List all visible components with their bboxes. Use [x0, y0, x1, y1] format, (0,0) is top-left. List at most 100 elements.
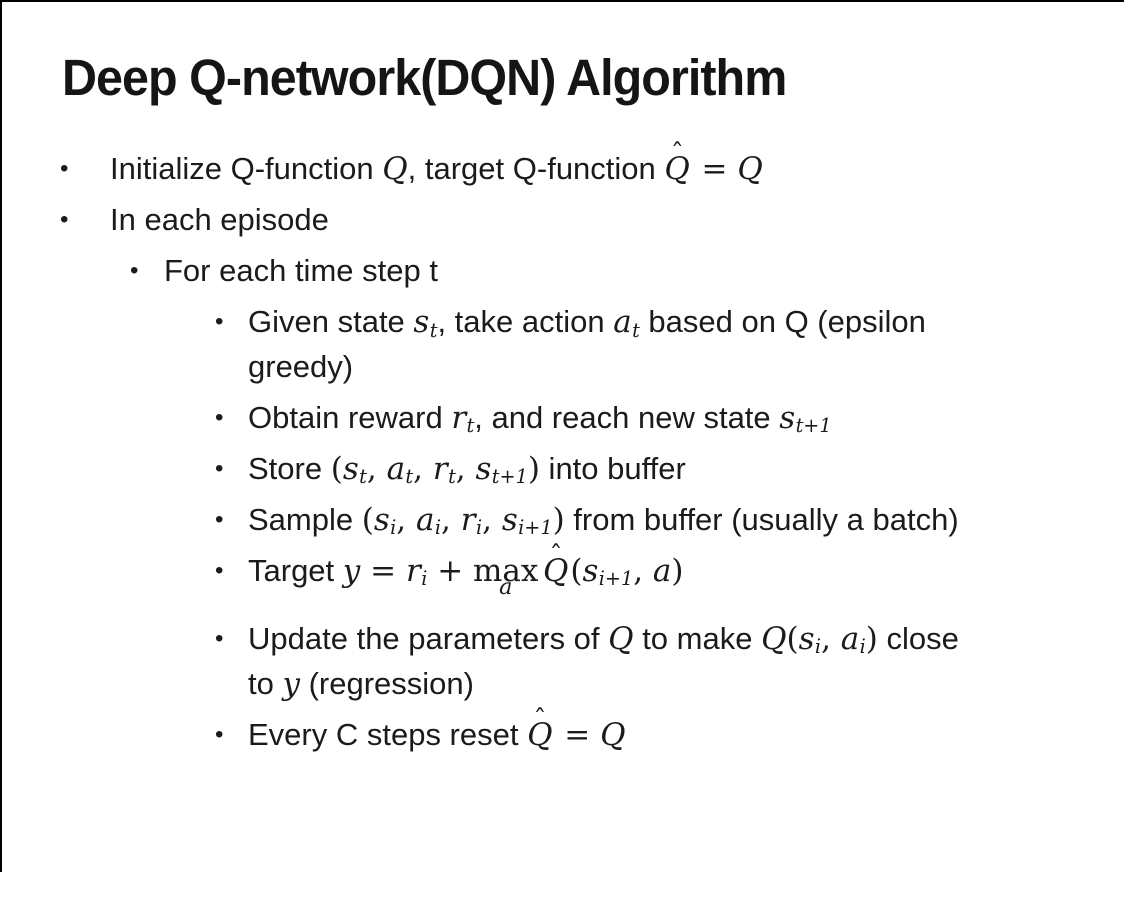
bullet-dot: • — [215, 307, 224, 335]
math-subscript: t — [466, 414, 475, 438]
math-run: , — [366, 450, 387, 487]
math-var-sub: si+1 — [501, 501, 553, 540]
text-run: Initialize Q-function — [110, 151, 383, 186]
math-run: , — [455, 450, 476, 487]
bullet-item-level-3: •Store (st, at, rt, st+1) into buffer — [215, 447, 1124, 492]
math-run: = — [554, 716, 601, 753]
math-var-sub: st+1 — [475, 450, 528, 489]
text-run: close — [877, 620, 959, 656]
text-run: to — [248, 665, 283, 701]
math-subscript: t — [632, 318, 640, 342]
math-var-sub: ai — [840, 620, 866, 659]
math-subscript: i — [814, 635, 822, 659]
math-run: ) — [552, 501, 565, 538]
max-label: max — [473, 552, 539, 589]
math-run: Q — [608, 620, 634, 657]
math-subscript: i — [421, 567, 428, 591]
bullet-text: Update the parameters of Q to make Q(si,… — [248, 617, 959, 707]
math-subscript: i — [434, 516, 442, 540]
math-var-sub: ai — [416, 501, 442, 540]
text-run: Obtain reward — [248, 399, 452, 435]
math-var-sub: rt — [432, 450, 456, 489]
bullet-text: Initialize Q-function Q, target Q-functi… — [110, 139, 763, 192]
math-subscript: i+1 — [598, 567, 634, 591]
math-var-sub: st — [342, 450, 367, 489]
math-subscript: t — [448, 465, 456, 489]
math-subscript: i — [390, 516, 397, 540]
q-base: Q — [664, 151, 690, 187]
math-subscript: i+1 — [518, 516, 553, 540]
bullet-text: Sample (si, ai, ri, si+1) from buffer (u… — [248, 498, 959, 543]
math-run: + — [427, 552, 474, 589]
text-run: greedy) — [248, 348, 354, 384]
text-run: , target Q-function — [407, 151, 665, 186]
math-var-sub: si+1 — [582, 552, 634, 591]
math-run: ( — [330, 450, 343, 487]
math-run: a — [652, 552, 672, 589]
text-run: Every C steps reset — [248, 716, 528, 752]
text-run: Update the parameters of — [248, 620, 609, 656]
q-base: Q — [527, 716, 553, 753]
math-run: ( — [361, 501, 374, 538]
bullet-text: Given state st, take action at based on … — [248, 300, 926, 390]
text-run: (regression) — [299, 665, 474, 701]
math-run: ) — [527, 450, 540, 487]
text-run: into buffer — [539, 450, 686, 486]
bullet-dot: • — [60, 205, 69, 233]
q-base: Q — [543, 552, 569, 589]
bullet-dot: • — [215, 505, 224, 533]
math-run: ( — [570, 552, 583, 589]
math-subscript: t+1 — [491, 465, 528, 489]
bullet-dot: • — [215, 624, 224, 652]
math-subscript: i — [859, 635, 866, 659]
math-run: , — [441, 501, 461, 538]
math-run: y — [282, 665, 300, 702]
math-run: , — [413, 450, 433, 487]
math-subscript: t — [359, 465, 367, 489]
bullet-text: In each episode — [110, 198, 329, 243]
math-subscript: t+1 — [795, 414, 832, 438]
text-run: , take action — [437, 303, 614, 339]
text-run: based on Q (epsilon — [639, 303, 926, 339]
max-under-variable: a — [499, 574, 513, 601]
text-run: , and reach new state — [474, 399, 780, 435]
math-run: = — [691, 151, 738, 187]
bullet-item-level-3: • Sample (si, ai, ri, si+1) from buffer (… — [215, 498, 1124, 543]
bullet-item-level-1: • In each episode — [60, 198, 1124, 243]
math-var-sub: at — [613, 303, 640, 342]
math-run: Q — [737, 151, 763, 187]
hat-accent: ˆ — [670, 138, 684, 169]
math-subscript: t — [405, 465, 414, 489]
math-run: Q — [600, 716, 626, 753]
math-run: ) — [865, 620, 878, 657]
math-run: , — [633, 552, 653, 589]
math-subscript: i — [475, 516, 483, 540]
math-run: ( — [786, 620, 799, 657]
math-var-sub: st+1 — [779, 399, 832, 438]
bullet-item-level-1: •Initialize Q-function Q, target Q-funct… — [60, 139, 1124, 192]
bullet-dot: • — [130, 256, 139, 284]
math-var-sub: ri — [405, 552, 428, 591]
math-var-sub: si — [373, 501, 397, 540]
hat-accent: ˆ — [549, 540, 563, 571]
bullet-item-level-3: •Update the parameters of Q to make Q(si… — [215, 617, 1124, 707]
slide: Deep Q-network(DQN) Algorithm •Initializ… — [2, 48, 1124, 918]
slide-title: Deep Q-network(DQN) Algorithm — [62, 49, 787, 106]
math-run: , — [821, 620, 841, 657]
bullet-dot: • — [215, 556, 224, 584]
bullet-text: Store (st, at, rt, st+1) into buffer — [248, 447, 686, 492]
bullet-text: For each time step t — [164, 249, 438, 294]
bullet-item-level-2: • For each time step t — [130, 249, 1124, 294]
text-run: Target — [248, 552, 343, 588]
math-run: Q — [382, 151, 408, 187]
bullet-text: Obtain reward rt, and reach new state st… — [248, 396, 832, 441]
text-run: For each time step t — [164, 252, 438, 288]
text-run: Given state — [248, 303, 414, 339]
bullet-item-level-3: •Obtain reward rt, and reach new state s… — [215, 396, 1124, 441]
math-var-sub: rt — [451, 399, 475, 438]
